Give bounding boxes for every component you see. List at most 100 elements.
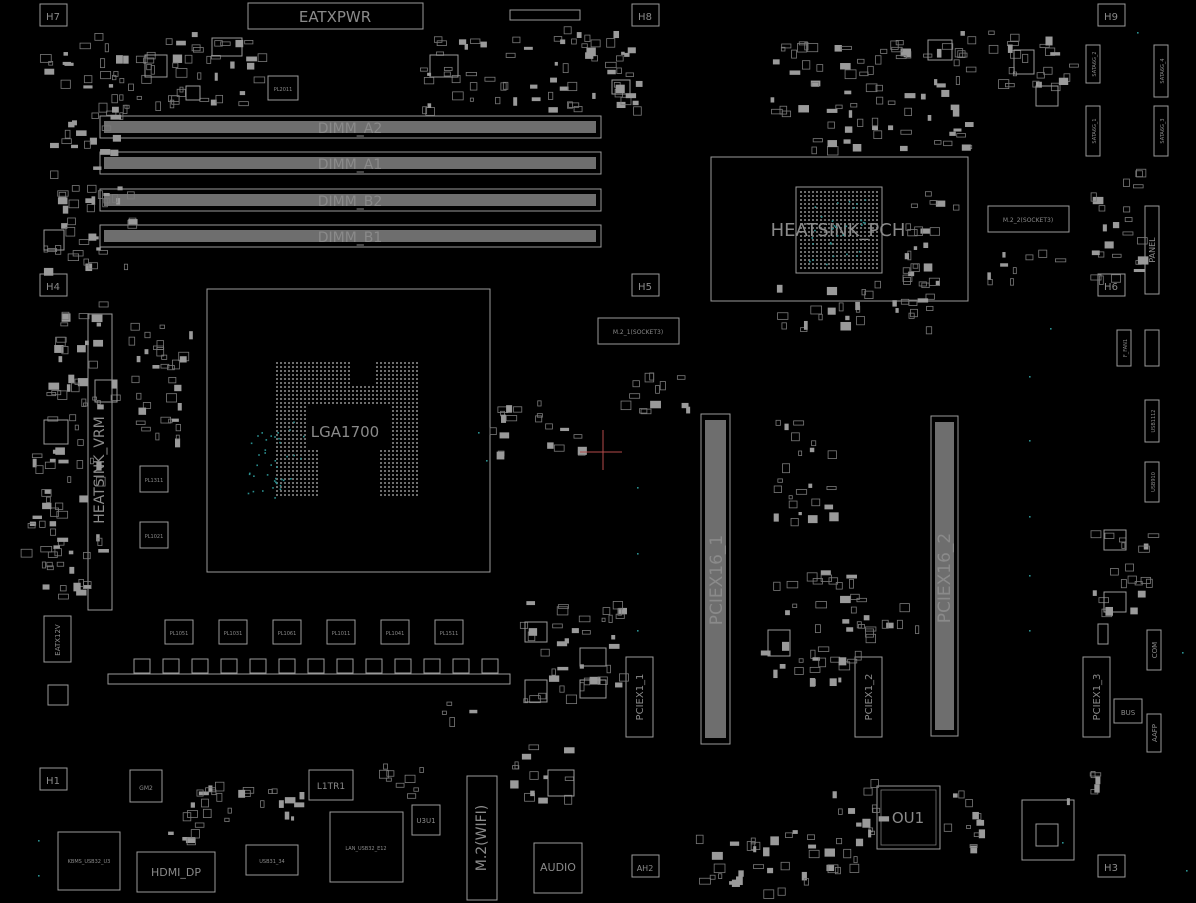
component-mark [513,406,523,413]
component-mark [868,235,870,237]
component-mark [860,199,862,201]
component-mark [848,211,850,213]
component-mark [427,72,432,76]
probe-point [637,630,639,632]
component-mark [300,466,302,468]
component-mark [332,386,334,388]
component-mark [856,231,858,233]
component-mark [872,239,874,241]
component-mark [1112,253,1122,258]
component-mark [308,402,310,404]
component-mark [83,258,89,266]
component-mark [972,811,979,820]
component-mark [85,198,95,204]
component-mark [364,402,366,404]
component-mark [408,462,410,464]
component-mark [1105,606,1113,616]
component-mark [296,382,298,384]
component-mark [826,864,835,872]
component-mark [423,76,435,85]
component-mark [957,50,966,59]
component-mark [136,355,141,363]
component-mark [360,386,362,388]
component-mark [840,207,842,209]
component-mark [194,822,205,828]
component-mark [808,243,810,245]
component-mark [292,410,294,412]
component-mark [388,370,390,372]
component-mark [1137,256,1149,265]
component-mark [392,394,394,396]
component-mark [910,308,918,318]
component-mark [296,414,298,416]
component-mark [808,211,810,213]
component-mark [404,446,406,448]
component-mark [836,251,838,253]
component-mark [400,410,402,412]
probe-point [1137,32,1139,34]
component-mark [782,463,790,474]
eatx12v-connector: EATX12V [43,615,72,706]
component-mark [836,231,838,233]
component-mark [864,243,866,245]
component-mark [798,658,804,663]
component-mark [416,482,418,484]
component-mark [276,470,278,472]
component-mark [881,619,889,629]
component-mark [388,378,390,380]
component-mark [832,263,834,265]
component-mark [824,259,826,261]
right-edge-headers: SATA6G_2 SATA6G_4 SATA6G_1 SATA6G_3 PANE… [1085,44,1169,753]
component-mark [777,887,786,896]
component-mark [925,326,933,335]
component-mark [276,454,278,456]
component-mark [384,474,386,476]
cpu-socket: LGA1700 [206,288,491,573]
component-mark [864,231,866,233]
component-mark [848,191,850,193]
component-mark [820,263,822,265]
component-mark [288,494,290,496]
component-mark [864,251,866,253]
component-mark [69,566,75,574]
component-mark [529,695,541,704]
component-mark [811,440,817,447]
component-mark [780,861,790,871]
component-mark [63,52,68,56]
component-mark [280,362,282,364]
component-mark [785,610,790,616]
component-mark [54,548,62,557]
component-mark [292,466,294,468]
component-mark [360,398,362,400]
component-mark [815,601,828,609]
sata1-label: SATA6G_1 [1092,118,1098,143]
component-mark [392,466,394,468]
component-mark [559,86,569,91]
component-mark [416,434,418,436]
component-mark [433,36,443,43]
component-mark [852,191,854,193]
component-mark [384,458,386,460]
component-mark [392,478,394,480]
component-mark [214,72,218,81]
component-mark [123,263,129,271]
component-mark [530,84,538,89]
usb910-label: USB910 [1151,472,1157,492]
component-mark [320,382,322,384]
component-mark [412,390,414,392]
component-mark [763,889,775,899]
component-mark [820,239,822,241]
component-mark [826,486,837,491]
component-mark [868,267,870,269]
component-mark [97,190,103,199]
component-mark [824,203,826,205]
component-mark [280,418,282,420]
component-mark [1110,274,1122,283]
probe-point [262,490,264,492]
component-mark [296,422,298,424]
component-mark [408,402,410,404]
probe-point [250,442,253,445]
component-mark [838,677,842,683]
m2-slots: M.2_2(SOCKET3) M.2_1(SOCKET3) M.2(WIFI) [466,205,1070,901]
component-mark [952,204,960,211]
